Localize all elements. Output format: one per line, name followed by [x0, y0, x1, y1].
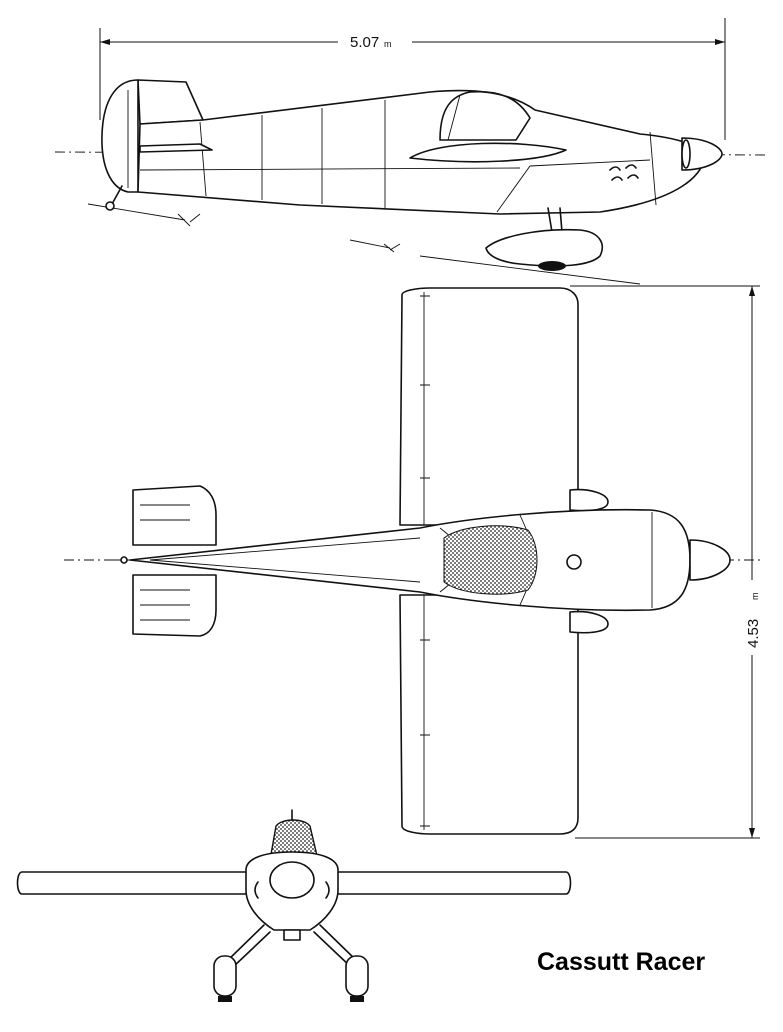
side-view [54, 79, 766, 285]
length-value: 5.07 [350, 34, 379, 51]
length-unit: m [384, 39, 392, 49]
front-view [16, 809, 572, 1002]
span-dimension: 4.53 m [570, 285, 762, 839]
aircraft-title: Cassutt Racer [537, 948, 706, 976]
span-unit: m [750, 593, 760, 601]
top-view: 4.53 m [64, 285, 762, 839]
length-dimension: 5.07 m [99, 18, 726, 140]
span-value: 4.53 [745, 619, 762, 648]
